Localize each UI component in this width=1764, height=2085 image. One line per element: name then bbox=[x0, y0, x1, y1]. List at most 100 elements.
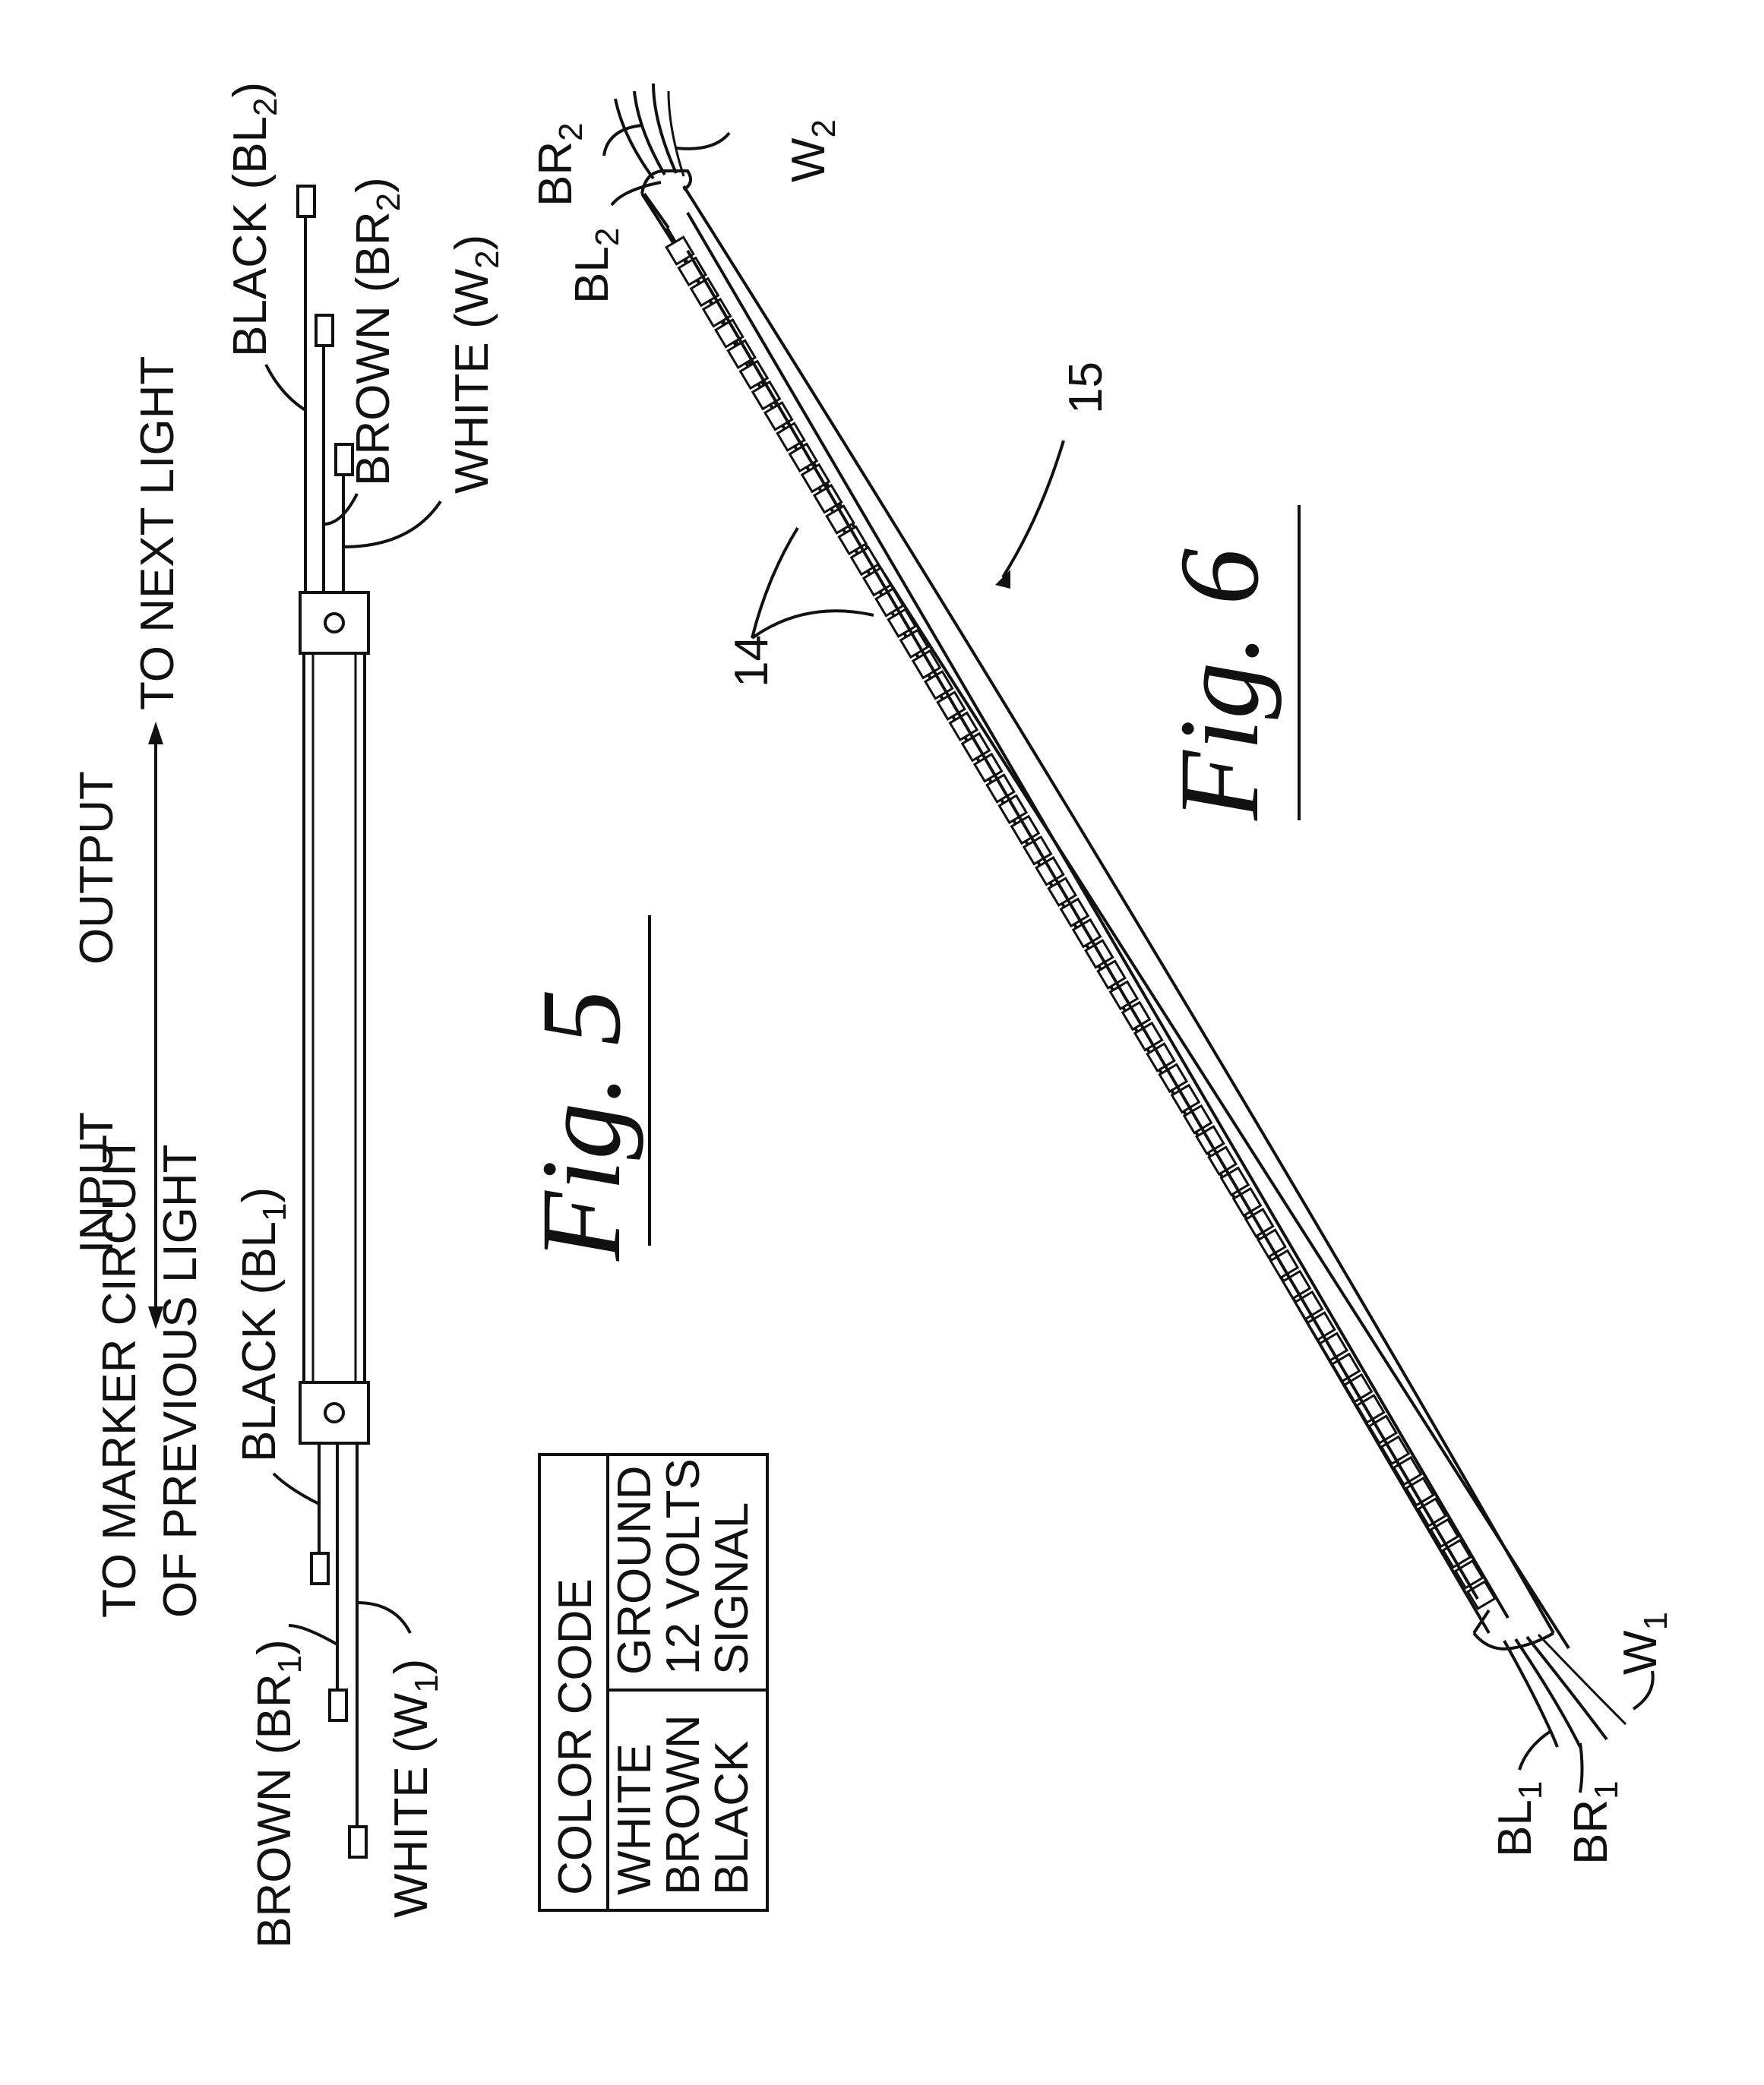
led-element bbox=[776, 422, 806, 452]
led-element bbox=[825, 504, 855, 535]
mount-block-output bbox=[299, 591, 370, 655]
led-element bbox=[1404, 1476, 1435, 1507]
led-row bbox=[665, 235, 1497, 1610]
leader-black-out bbox=[264, 364, 307, 412]
led-element bbox=[1231, 1186, 1263, 1218]
color-code-meaning: 12 VOLTS bbox=[657, 1458, 710, 1675]
fig5-light-assembly bbox=[148, 185, 442, 1859]
to-next-light-label: TO NEXT LIGHT bbox=[131, 356, 184, 710]
color-code-meaning: SIGNAL bbox=[706, 1502, 758, 1675]
connector-brown-out bbox=[315, 314, 334, 347]
led-element bbox=[665, 235, 695, 266]
brown-in-label: BROWN (BR1) bbox=[248, 1639, 308, 1948]
wire-w1 bbox=[1525, 1635, 1608, 1741]
color-code-table: COLOR CODE WHITE BROWN BLACK GROUND 12 V… bbox=[538, 1453, 769, 1912]
strip-end-face bbox=[1472, 1609, 1491, 1635]
output-label: OUTPUT bbox=[71, 771, 123, 965]
arrow-head-input bbox=[148, 1306, 163, 1329]
strip-end-face bbox=[643, 192, 670, 229]
led-element bbox=[714, 318, 744, 349]
leader-bl1 bbox=[1518, 1730, 1551, 1771]
fig6-light-strip bbox=[602, 83, 1655, 1793]
led-element bbox=[1429, 1518, 1460, 1549]
color-code-color: WHITE bbox=[609, 1743, 661, 1895]
br1-label: BR1 bbox=[1565, 1780, 1625, 1865]
wire-bl2 bbox=[614, 98, 655, 180]
leader-14a bbox=[751, 526, 799, 639]
led-element bbox=[1441, 1538, 1472, 1569]
color-code-border bbox=[538, 1453, 769, 1912]
to-marker-line1: TO MARKER CIRCUIT bbox=[93, 1135, 146, 1618]
fig5-caption: Fig. 5 bbox=[518, 989, 644, 1262]
led-element bbox=[997, 794, 1029, 825]
ref-15-label: 15 bbox=[1060, 362, 1112, 414]
led-element bbox=[1466, 1580, 1497, 1610]
fig6-caption: Fig. 6 bbox=[1156, 548, 1282, 821]
connector-brown-in bbox=[328, 1689, 348, 1722]
connector-white-out bbox=[334, 443, 354, 476]
connector-white-in bbox=[348, 1825, 368, 1859]
white-out-label: WHITE (W2) bbox=[446, 235, 506, 494]
bl1-label: BL1 bbox=[1489, 1781, 1549, 1857]
led-center-conductor bbox=[686, 249, 1479, 1600]
color-code-title: COLOR CODE bbox=[549, 1578, 602, 1895]
strip-end-cap-bottom bbox=[1472, 1632, 1555, 1651]
leader-white-in bbox=[356, 1601, 412, 1634]
led-element bbox=[812, 483, 843, 514]
fig6-labels: 15 14 BL2 BR2 W2 BL1 BR1 W1 Fig. 6 bbox=[530, 119, 1674, 1865]
w1-label: W1 bbox=[1614, 1612, 1674, 1675]
ref-14-label: 14 bbox=[726, 635, 778, 687]
leader-white-out bbox=[343, 500, 442, 548]
leader-15 bbox=[1001, 440, 1065, 579]
input-label: INPUT bbox=[71, 1112, 123, 1253]
wire-strand bbox=[667, 90, 685, 177]
color-code-color: BLACK bbox=[706, 1741, 758, 1895]
color-code-color: BROWN bbox=[657, 1714, 710, 1895]
wire-w2 bbox=[652, 83, 678, 174]
led-element bbox=[751, 380, 782, 411]
arrow-head-output bbox=[148, 722, 163, 744]
w2-label: W2 bbox=[782, 119, 842, 182]
leader-w1 bbox=[1632, 1670, 1655, 1711]
mount-hole bbox=[324, 612, 345, 633]
wire-bl1 bbox=[1503, 1640, 1559, 1748]
led-element bbox=[763, 400, 794, 431]
leader-br1 bbox=[1579, 1742, 1584, 1793]
led-element bbox=[677, 256, 708, 287]
led-element bbox=[738, 359, 770, 390]
leader-bl2 bbox=[610, 181, 662, 207]
fig5-labels: TO MARKER CIRCUIT OF PREVIOUS LIGHT INPU… bbox=[71, 82, 651, 1948]
mount-hole bbox=[324, 1402, 345, 1423]
led-element bbox=[726, 339, 757, 370]
strip-channel-edge bbox=[686, 211, 1510, 1619]
led-element bbox=[1219, 1166, 1250, 1197]
led-element bbox=[689, 276, 720, 308]
color-code-meaning: GROUND bbox=[609, 1465, 661, 1675]
leader-w2 bbox=[675, 131, 731, 150]
led-element bbox=[1453, 1559, 1484, 1590]
wire-br1 bbox=[1514, 1638, 1582, 1748]
to-marker-line2: OF PREVIOUS LIGHT bbox=[154, 1144, 207, 1618]
black-in-label: BLACK (BL1) bbox=[233, 1187, 293, 1462]
led-element bbox=[1417, 1497, 1447, 1527]
leader-brown-out bbox=[323, 493, 359, 526]
connector-black-out bbox=[296, 185, 316, 218]
mount-block-input bbox=[299, 1381, 370, 1445]
br2-label: BR2 bbox=[530, 122, 590, 207]
led-element bbox=[1392, 1455, 1423, 1486]
white-in-label: WHITE (W1) bbox=[385, 1659, 445, 1918]
black-out-label: BLACK (BL2) bbox=[224, 82, 284, 357]
strip-outer-edge-right bbox=[682, 185, 1555, 1634]
wire-strand bbox=[1537, 1633, 1627, 1726]
led-element bbox=[800, 463, 831, 494]
arrow-head-15 bbox=[995, 570, 1010, 589]
bl2-label: BL2 bbox=[566, 228, 626, 304]
leader-br2 bbox=[602, 124, 643, 156]
wire-br2 bbox=[633, 90, 666, 176]
brown-out-label: BROWN (BR2) bbox=[347, 177, 407, 486]
led-element bbox=[701, 297, 732, 328]
leader-black-in bbox=[272, 1472, 320, 1505]
connector-black-in bbox=[310, 1552, 330, 1585]
